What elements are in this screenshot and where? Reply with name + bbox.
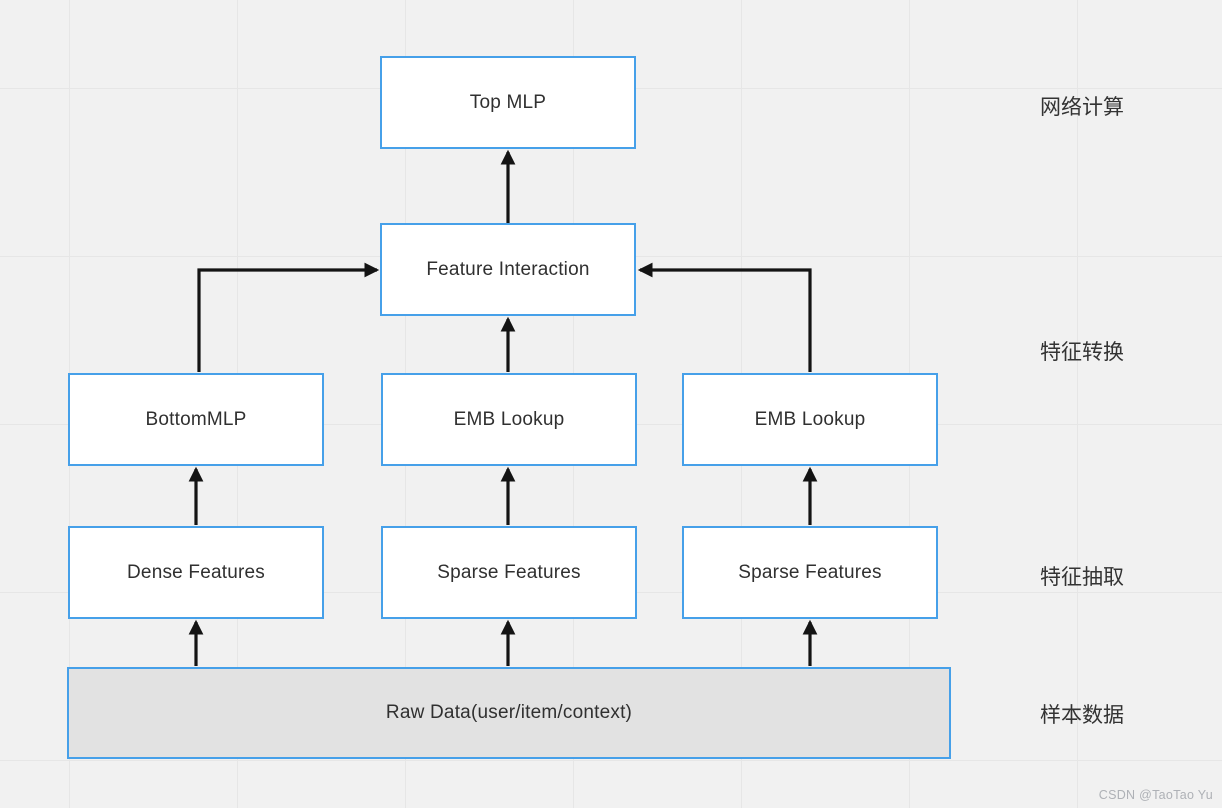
node-top-mlp-label: Top MLP [469, 91, 547, 113]
node-top-mlp: Top MLP [380, 56, 636, 149]
stage-label-feature-transform: 特征转换 [1040, 341, 1124, 364]
node-feature-interaction-label: Feature Interaction [426, 258, 590, 280]
node-emb-lookup-center-label: EMB Lookup [453, 408, 565, 430]
stage-label-network-compute: 网络计算 [1040, 96, 1124, 119]
arrow-emb-lookup-right-to-feature-interaction [637, 262, 812, 372]
node-feature-interaction: Feature Interaction [380, 223, 636, 316]
node-sparse-features-center: Sparse Features [381, 526, 637, 619]
node-dense-features: Dense Features [68, 526, 324, 619]
stage-label-sample-data: 样本数据 [1040, 704, 1124, 727]
node-emb-lookup-right-label: EMB Lookup [754, 408, 866, 430]
node-sparse-features-center-label: Sparse Features [437, 561, 581, 583]
node-emb-lookup-center: EMB Lookup [381, 373, 637, 466]
node-sparse-features-right: Sparse Features [682, 526, 938, 619]
node-emb-lookup-right: EMB Lookup [682, 373, 938, 466]
node-raw-data: Raw Data(user/item/context) [67, 667, 951, 759]
stage-label-feature-extract: 特征抽取 [1040, 566, 1124, 589]
node-bottom-mlp-label: BottomMLP [145, 408, 247, 430]
arrow-bottom-mlp-to-feature-interaction [197, 262, 380, 372]
node-raw-data-label: Raw Data(user/item/context) [385, 702, 633, 723]
node-sparse-features-right-label: Sparse Features [738, 561, 882, 583]
node-bottom-mlp: BottomMLP [68, 373, 324, 466]
node-dense-features-label: Dense Features [127, 561, 265, 583]
watermark-text: CSDN @TaoTao Yu [1098, 788, 1213, 802]
